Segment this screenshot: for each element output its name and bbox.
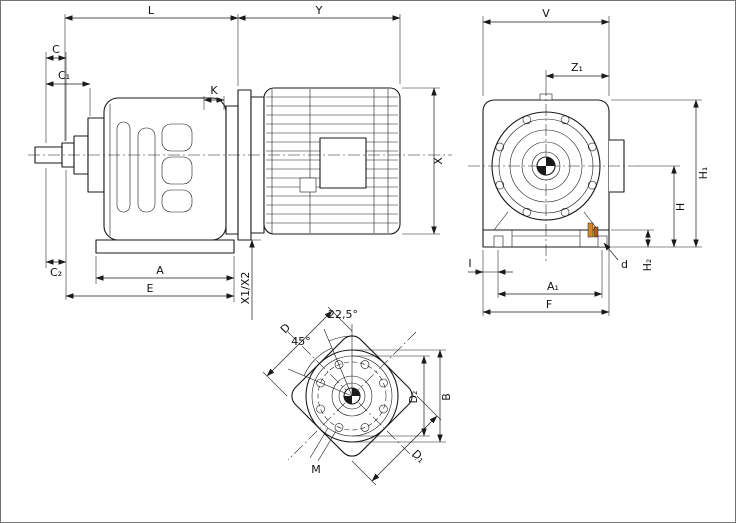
front-view [468,84,640,262]
foot-hole-right [597,235,608,248]
plug-highlight [587,222,594,238]
dim-label-h: H [674,203,687,211]
dim-label-angle225: 22,5° [328,308,358,321]
dim-label-m: M [311,463,321,476]
dim-label-d2: D₂ [407,391,420,404]
plug-highlight-2 [593,226,599,238]
terminal-box [319,137,367,189]
foot-hole-left [493,235,504,248]
dim-label-a1: A₁ [547,280,559,293]
dim-label-b: B [440,393,453,401]
adapter-flange [225,89,265,241]
dim-label-h1: H₁ [697,167,710,180]
flange-bolt-holes [495,115,597,217]
housing-foot [95,239,235,254]
dim-label-d: d [621,258,628,271]
bolt-circle [317,361,387,431]
dim-label-v: V [542,7,550,20]
dim-label-l: L [148,4,155,17]
dim-label-c: C [52,43,60,56]
motor-body [263,87,401,235]
dim-label-e: E [147,282,154,295]
dim-label-f: F [546,298,552,311]
dim-label-dd: D [278,321,293,336]
dim-label-d1: D₁ [409,447,427,465]
dim-label-x1x2: X1/X2 [239,272,252,305]
dim-label-k: K [210,84,218,97]
dim-label-h2: H₂ [641,259,654,272]
side-view-dimensions: L Y C C₁ C₂ K A E X1/X2 X [45,4,445,320]
dim-label-y: Y [315,4,323,17]
dim-label-z1: Z₁ [571,61,583,74]
output-shaft [34,135,89,175]
center-mark [536,156,556,176]
dim-label-x: X [432,157,445,165]
dim-label-c2: C₂ [50,266,62,279]
side-view [28,87,452,254]
inspection-cover [299,177,317,193]
dim-label-a: A [156,264,164,277]
dim-label-angle45: 45° [291,335,311,348]
gear-housing [87,97,235,254]
flange-view-bolt-holes [316,360,388,432]
front-view-dimensions: V Z₁ H₁ H H₂ d I A₁ F [468,7,710,316]
dim-label-c1: C₁ [58,69,70,82]
dim-label-i: I [468,257,471,270]
